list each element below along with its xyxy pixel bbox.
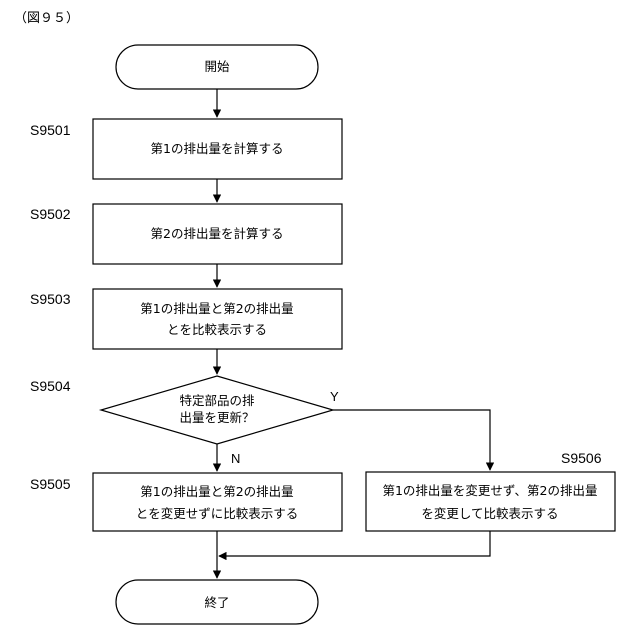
process-s9502-text: 第2の排出量を計算する: [151, 226, 284, 241]
process-s9506-text-line1: 第1の排出量を変更せず、第2の排出量: [382, 483, 597, 498]
step-id-s9504: S9504: [30, 378, 71, 394]
process-s9501-text: 第1の排出量を計算する: [151, 141, 284, 156]
decision-s9504-text-line1: 特定部品の排: [179, 393, 255, 408]
step-id-s9505: S9505: [30, 476, 71, 492]
step-id-s9506: S9506: [561, 450, 602, 466]
process-s9506-text-line2: を変更して比較表示する: [421, 506, 558, 521]
decision-s9504-text-line2: 出量を更新？: [179, 410, 254, 425]
step-id-s9502: S9502: [30, 206, 71, 222]
branch-no-label: N: [231, 451, 240, 466]
step-id-s9501: S9501: [30, 122, 71, 138]
figure-label: （図９５）: [14, 11, 79, 26]
process-s9506: [366, 472, 615, 531]
edge-s9506-merge: [219, 531, 490, 556]
process-s9505-text-line2: とを変更せずに比較表示する: [136, 506, 299, 521]
process-s9505-text-line1: 第1の排出量と第2の排出量: [140, 484, 293, 499]
process-s9505: [93, 473, 342, 531]
end-label: 終了: [204, 595, 229, 610]
start-label: 開始: [204, 59, 230, 74]
process-s9503-text-line1: 第1の排出量と第2の排出量: [140, 301, 293, 316]
branch-yes-label: Y: [330, 389, 339, 404]
process-s9503: [93, 289, 342, 349]
step-id-s9503: S9503: [30, 291, 71, 307]
edge-s9504-yes-s9506: [333, 410, 490, 470]
process-s9503-text-line2: とを比較表示する: [167, 322, 267, 337]
